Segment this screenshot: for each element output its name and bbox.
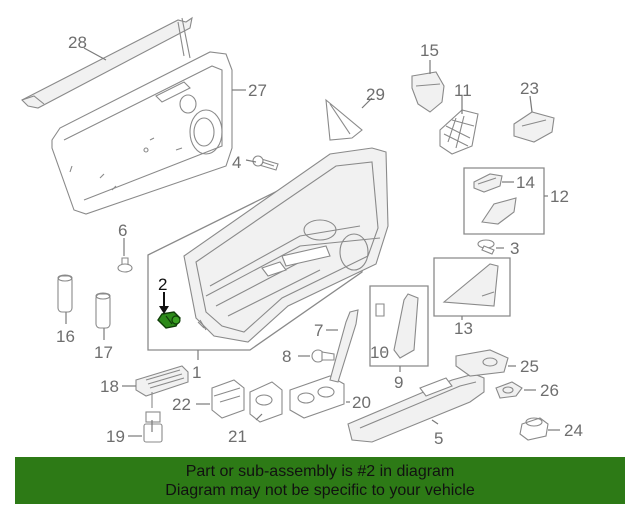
callout-17: 17 xyxy=(94,343,113,362)
callout-2: 2 xyxy=(158,275,167,294)
callout-4: 4 xyxy=(232,153,241,172)
callout-25: 25 xyxy=(520,357,539,376)
part-13-box xyxy=(433,257,511,317)
part-20-switch xyxy=(289,375,345,419)
callout-6: 6 xyxy=(118,221,127,240)
part-6-screw xyxy=(117,257,133,273)
part-17-cap xyxy=(95,292,111,329)
part-25-cover xyxy=(455,349,509,377)
notice-line-2: Diagram may not be specific to your vehi… xyxy=(165,482,475,499)
part-11-grille xyxy=(439,109,479,155)
callout-27: 27 xyxy=(248,81,267,100)
part-3-screw xyxy=(477,239,495,255)
callout-10: 10 xyxy=(370,343,389,362)
part-19-holder xyxy=(143,411,163,443)
part-18-switch-strip xyxy=(135,365,189,408)
part-9-box xyxy=(369,285,429,367)
callout-8: 8 xyxy=(282,347,291,366)
callout-24: 24 xyxy=(564,421,583,440)
part-8-bolt xyxy=(311,349,335,363)
part-16-cap xyxy=(57,274,73,313)
notice-banner: Part or sub-assembly is #2 in diagram Di… xyxy=(15,457,625,504)
callout-28: 28 xyxy=(68,33,87,52)
callout-16: 16 xyxy=(56,327,75,346)
part-12-box xyxy=(463,167,545,235)
part-4-bolt xyxy=(252,155,279,171)
callout-5: 5 xyxy=(434,429,443,448)
part-1-door-trim xyxy=(147,147,389,351)
parts-diagram: 28 27 29 15 11 23 4 14 12 6 3 2 13 16 7 … xyxy=(21,16,583,448)
callout-23: 23 xyxy=(520,79,539,98)
callout-1: 1 xyxy=(192,363,201,382)
callout-15: 15 xyxy=(420,41,439,60)
callout-13: 13 xyxy=(454,319,473,338)
callout-14: 14 xyxy=(516,173,535,192)
callout-12: 12 xyxy=(550,187,569,206)
callout-11: 11 xyxy=(454,81,472,100)
callout-7: 7 xyxy=(314,321,323,340)
callout-20: 20 xyxy=(352,393,371,412)
part-2-clip xyxy=(157,311,181,329)
part-23-cover xyxy=(513,111,555,143)
highlight-arrow xyxy=(159,292,169,314)
callout-22: 22 xyxy=(172,395,191,414)
notice-line-1: Part or sub-assembly is #2 in diagram xyxy=(185,463,455,480)
callout-3: 3 xyxy=(510,239,519,258)
leader-lines xyxy=(65,47,560,437)
part-28-strip xyxy=(21,16,193,109)
part-27-panel xyxy=(51,51,233,215)
part-22-switch xyxy=(211,379,245,419)
callout-29: 29 xyxy=(366,85,385,104)
part-24-knob xyxy=(519,417,549,441)
part-5-armrest xyxy=(347,373,485,443)
part-26-badge xyxy=(495,381,523,399)
callout-21: 21 xyxy=(228,427,247,446)
callout-19: 19 xyxy=(106,427,125,446)
part-15-housing xyxy=(411,71,445,113)
part-29-mirror-trim xyxy=(325,98,363,141)
callout-26: 26 xyxy=(540,381,559,400)
callout-9: 9 xyxy=(394,373,403,392)
callout-18: 18 xyxy=(100,377,119,396)
part-7-trim xyxy=(329,309,359,383)
part-21-switch xyxy=(249,381,283,423)
